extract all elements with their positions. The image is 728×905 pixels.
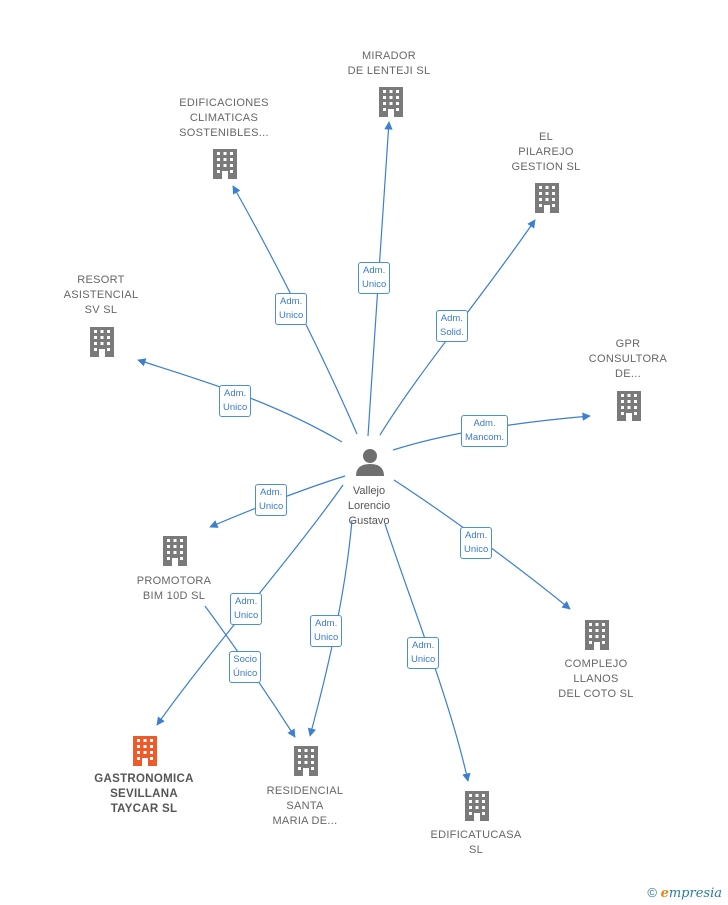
company-label-line: GESTION SL	[511, 161, 581, 173]
company-label-line: DEL COTO SL	[558, 688, 634, 700]
relation-badge-line: Unico	[362, 279, 387, 290]
company-label-line: COMPLEJO	[564, 658, 628, 670]
company-label-line: PILAREJO	[518, 146, 574, 158]
brand-name: empresia	[660, 886, 722, 901]
relation-badge-line: Adm.	[315, 618, 338, 629]
relation-badge-line: Unico	[259, 501, 284, 512]
company-label-gpr[interactable]: GPR CONSULTORA DE...	[553, 337, 703, 382]
relation-badge-line: Adm.	[465, 530, 488, 541]
company-label-line: GASTRONOMICA	[94, 773, 194, 785]
company-label-line: BIM 10D SL	[142, 590, 206, 602]
building-icon[interactable]	[213, 149, 237, 179]
company-label-line: SANTA	[286, 800, 324, 812]
company-label-pilarejo[interactable]: EL PILAREJO GESTION SL	[471, 130, 621, 175]
relation-badge-r-complejo[interactable]: Adm. Unico	[460, 527, 493, 559]
company-label-line: RESIDENCIAL	[266, 785, 344, 797]
company-label-line: SV SL	[84, 304, 118, 316]
relation-badge-line: Socio	[233, 654, 258, 665]
company-label-line: LLANOS	[573, 673, 619, 685]
relation-badge-r-residencial[interactable]: Adm. Unico	[310, 615, 343, 647]
relation-badge-line: Adm.	[235, 596, 258, 607]
relation-badge-line: Unico	[234, 610, 259, 621]
relation-badge-line: Unico	[314, 632, 339, 643]
building-icon[interactable]	[585, 620, 609, 650]
building-icon[interactable]	[535, 183, 559, 213]
company-label-residencial[interactable]: RESIDENCIAL SANTA MARIA DE...	[230, 784, 380, 829]
company-label-line: SEVILLANA	[110, 788, 178, 800]
relation-badge-line: Solid.	[440, 327, 464, 338]
company-label-line: SOSTENIBLES...	[179, 127, 269, 139]
company-label-line: DE LENTEJI SL	[347, 65, 431, 77]
company-label-line: MARIA DE...	[272, 815, 338, 827]
relation-badge-line: Adm.	[440, 313, 463, 324]
building-icon[interactable]	[379, 87, 403, 117]
person-name[interactable]: Vallejo Lorencio Gustavo	[347, 485, 391, 527]
company-label-line: CLIMATICAS	[189, 112, 259, 124]
company-label-complejo[interactable]: COMPLEJO LLANOS DEL COTO SL	[521, 657, 671, 702]
company-label-gastronomica[interactable]: GASTRONOMICA SEVILLANA TAYCAR SL	[69, 772, 219, 817]
relation-badge-line: Adm.	[260, 487, 283, 498]
company-label-line: MIRADOR	[361, 50, 417, 62]
company-label-edificaciones[interactable]: EDIFICACIONES CLIMATICAS SOSTENIBLES...	[149, 96, 299, 141]
relation-badge-r-edificaciones[interactable]: Adm. Unico	[275, 293, 308, 325]
company-label-line: RESORT	[77, 274, 125, 286]
relation-badge-line: Unico	[464, 544, 489, 555]
company-label-resort[interactable]: RESORT ASISTENCIAL SV SL	[26, 273, 176, 318]
relation-badge-r-pilarejo[interactable]: Adm. Solid.	[436, 310, 468, 342]
building-icon[interactable]	[617, 391, 641, 421]
relation-badge-line: Unico	[279, 310, 304, 321]
company-label-promotora[interactable]: PROMOTORA BIM 10D SL	[99, 574, 249, 604]
relation-badge-line: Adm.	[363, 265, 386, 276]
person-icon	[356, 449, 384, 476]
relation-badge-line: Adm.	[280, 296, 303, 307]
relation-badge-line: Unico	[223, 402, 248, 413]
footer-brand[interactable]: © empresia	[647, 885, 722, 901]
relation-badge-r-gastronomica[interactable]: Adm. Unico	[230, 593, 263, 625]
company-label-mirador[interactable]: MIRADOR DE LENTEJI SL	[314, 49, 464, 79]
relation-badge-line: Unico	[411, 654, 436, 665]
building-icon[interactable]	[294, 746, 318, 776]
company-label-line: EL	[538, 131, 554, 143]
relation-badge-line: Mancom.	[465, 432, 505, 443]
company-label-line: DE...	[615, 368, 641, 380]
relation-badge-r-mirador[interactable]: Adm. Unico	[358, 262, 391, 294]
relation-badge-r-promotora[interactable]: Adm. Unico	[255, 484, 288, 516]
company-label-line: CONSULTORA	[588, 353, 668, 365]
building-icon[interactable]	[465, 791, 489, 821]
relation-badge-line: Adm.	[473, 418, 496, 429]
company-label-line: EDIFICATUCASA	[430, 829, 522, 841]
relation-badge-line: Adm.	[412, 640, 435, 651]
company-label-line: EDIFICACIONES	[179, 97, 269, 109]
relation-badge-r-resort[interactable]: Adm. Unico	[219, 385, 252, 417]
company-label-edificatucasa[interactable]: EDIFICATUCASA SL	[401, 828, 551, 858]
company-label-line: PROMOTORA	[136, 575, 212, 587]
relation-badge-line: Adm.	[224, 388, 247, 399]
relation-badge-line: Único	[233, 668, 258, 679]
relation-badge-r-gpr[interactable]: Adm. Mancom.	[461, 415, 509, 447]
building-icon[interactable]	[133, 736, 157, 766]
building-icon[interactable]	[163, 536, 187, 566]
company-label-line: GPR	[615, 338, 641, 350]
building-icon[interactable]	[90, 327, 114, 357]
relation-badge-r-edificatucasa[interactable]: Adm. Unico	[407, 637, 440, 669]
copyright-icon: ©	[647, 885, 657, 900]
company-label-line: ASISTENCIAL	[63, 289, 139, 301]
company-label-line: TAYCAR SL	[110, 803, 178, 815]
company-label-line: SL	[468, 844, 484, 856]
